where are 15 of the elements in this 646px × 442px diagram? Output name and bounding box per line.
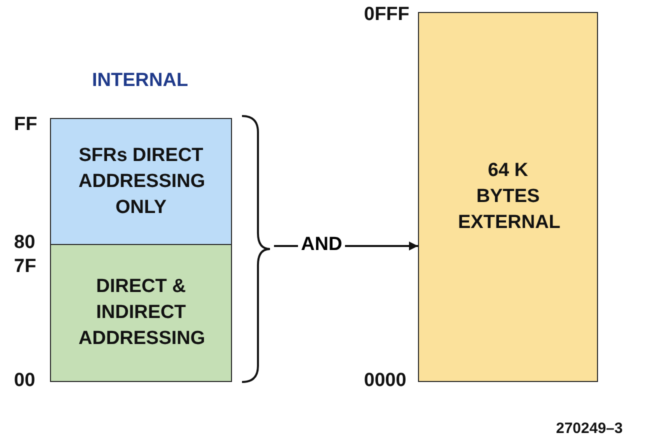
address-label: 7F xyxy=(14,256,36,278)
memory-block xyxy=(50,244,232,382)
memory-block xyxy=(418,12,598,382)
curly-brace xyxy=(242,115,271,383)
address-label: 00 xyxy=(14,370,36,392)
address-label: FF xyxy=(14,114,38,136)
block-label: 64 K BYTES EXTERNAL xyxy=(458,159,558,235)
block-label: SFRs DIRECT ADDRESSING ONLY xyxy=(78,144,204,220)
block-label: DIRECT & INDIRECT ADDRESSING xyxy=(78,275,204,351)
address-label: 0000 xyxy=(364,370,406,392)
address-label: 0FFF xyxy=(364,4,410,26)
address-label: 80 xyxy=(14,232,36,254)
memory-block xyxy=(50,118,232,245)
figure-number: 270249–3 xyxy=(556,420,623,437)
section-heading: INTERNAL xyxy=(92,70,188,92)
